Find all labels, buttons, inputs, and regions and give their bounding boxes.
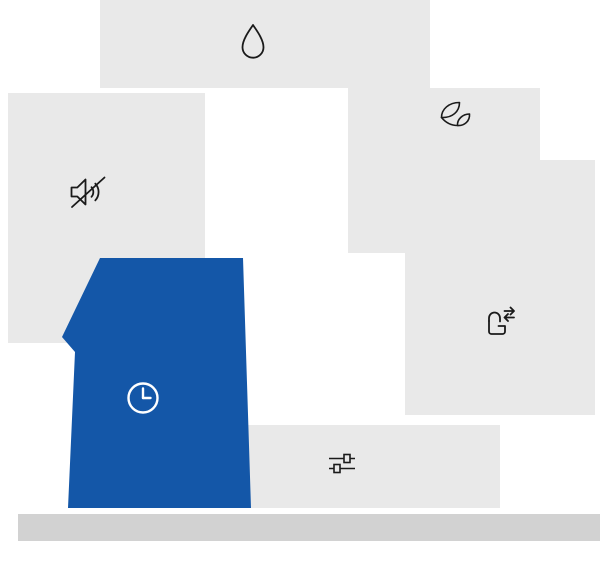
eco-leaves-icon <box>437 99 473 129</box>
sliders-icon <box>326 449 358 477</box>
feature-tile-water[interactable] <box>100 0 430 88</box>
water-drop-icon <box>238 22 268 62</box>
speaker-muted-icon <box>67 174 109 210</box>
feature-tile-connect[interactable] <box>405 160 595 415</box>
feature-tile-options[interactable] <box>210 425 500 508</box>
feature-highlight-timer[interactable] <box>60 256 252 509</box>
floor-bar <box>18 514 600 541</box>
hose-connect-icon <box>482 305 518 339</box>
clock-icon <box>124 379 162 417</box>
highlight-banner-shape <box>62 258 251 508</box>
